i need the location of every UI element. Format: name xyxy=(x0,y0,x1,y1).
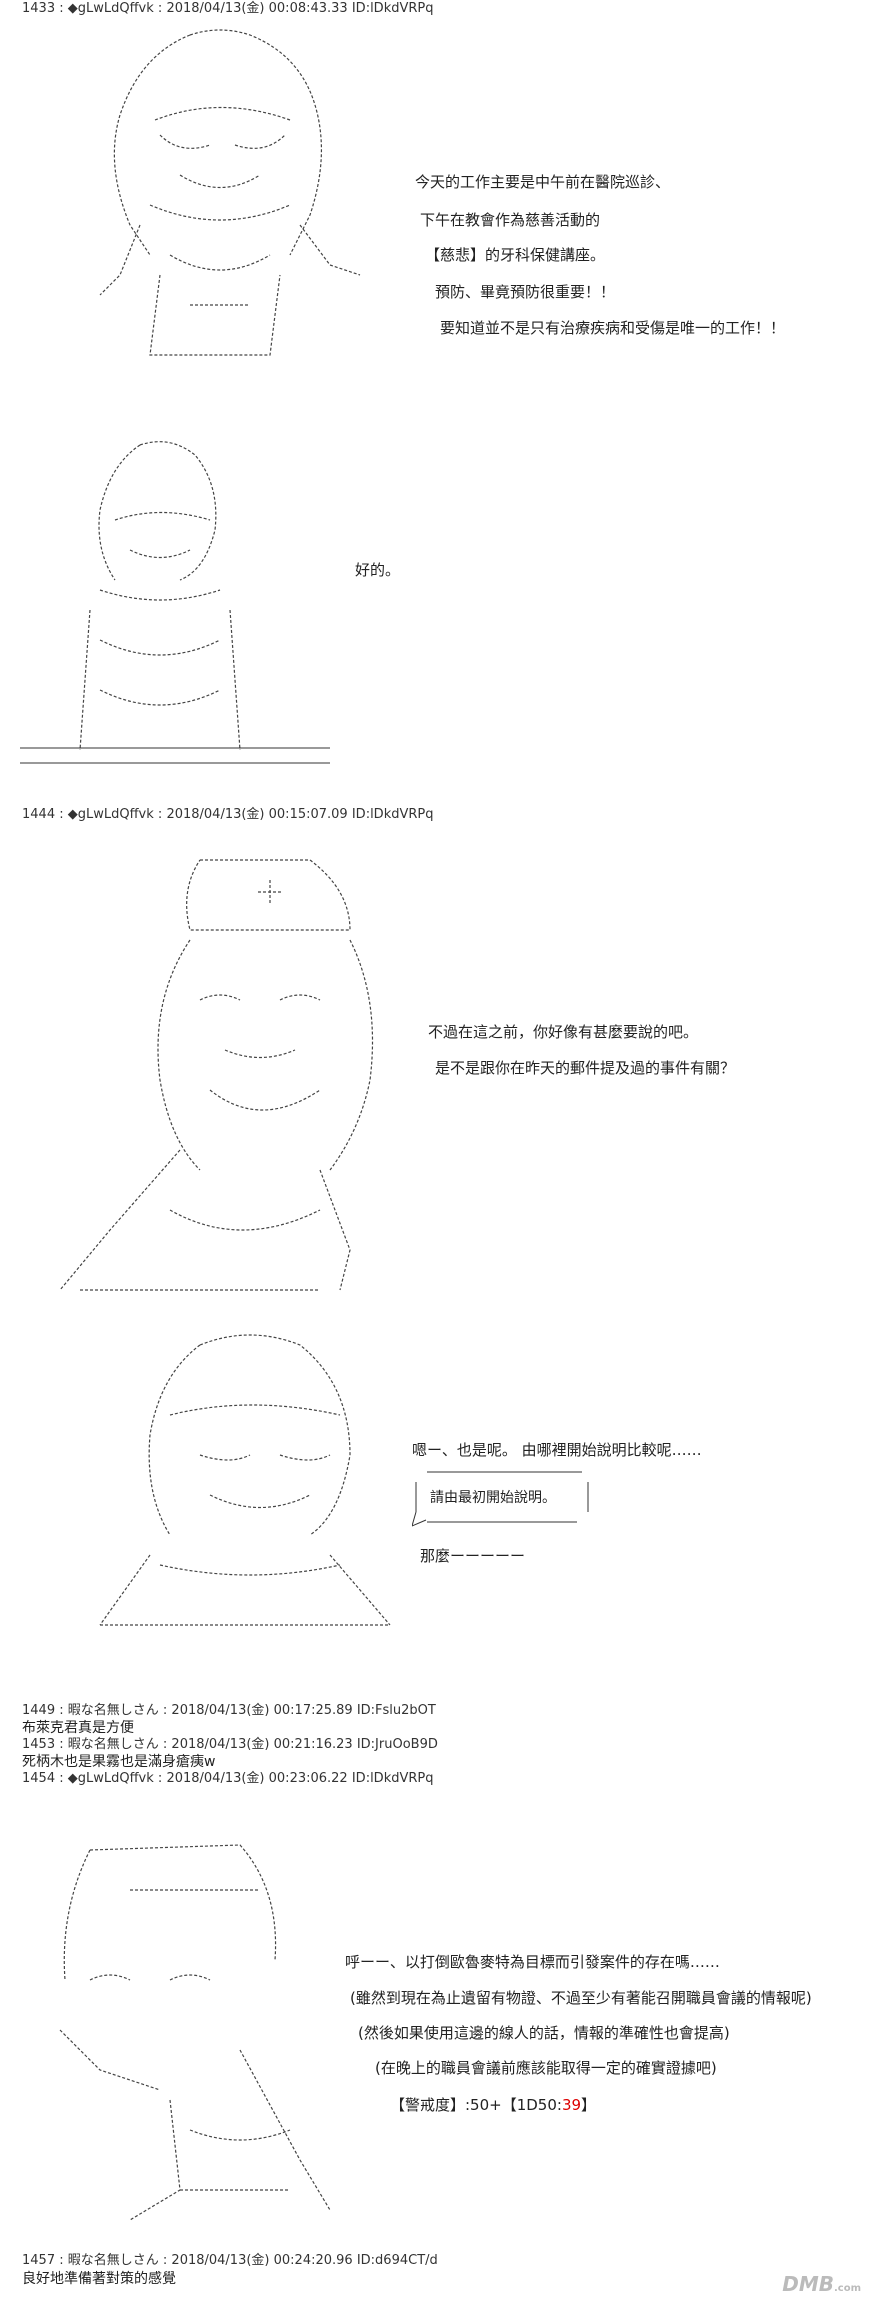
alert-level: 【警戒度】:50+【1D50:39】 xyxy=(390,2095,596,2115)
dialog-line: 是不是跟你在昨天的郵件提及過的事件有關？ xyxy=(435,1059,736,1077)
character-art-nurse xyxy=(99,29,361,356)
bubble-outline xyxy=(412,1471,589,1527)
post-header: 1449 : 暇な名無しさん : 2018/04/13(金) 00:17:25.… xyxy=(22,1703,436,1718)
dialog-line: 今天的工作主要是中午前在醫院巡診、 xyxy=(415,173,671,191)
dialog-line: (然後如果使用這邊的線人的話，情報的準確性也會提高) xyxy=(358,2024,730,2042)
comment-text: 布萊克君真是方便 xyxy=(22,1720,134,1736)
alert-value: 39 xyxy=(561,2096,582,2114)
alert-close: 】 xyxy=(581,2096,597,2114)
post-header: 1433 : ◆gLwLdQffvk : 2018/04/13(金) 00:08… xyxy=(22,1,434,16)
alert-label: 【警戒度】:50+【1D50: xyxy=(390,2096,562,2114)
dialog-line: 不過在這之前，你好像有甚麼要說的吧。 xyxy=(428,1023,699,1041)
watermark-logo: DMB.com xyxy=(782,2272,861,2296)
dialog-line: 那麼ーーーーー xyxy=(420,1547,526,1565)
dialog-line: (在晚上的職員會議前應該能取得一定的確實證據吧) xyxy=(375,2059,717,2077)
post-header: 1453 : 暇な名無しさん : 2018/04/13(金) 00:21:16.… xyxy=(22,1737,438,1752)
bubble-text: 請由最初開始說明。 xyxy=(430,1490,556,1506)
dialog-reply: 好的。 xyxy=(355,561,401,579)
dialog-line: 【慈悲】的牙科保健講座。 xyxy=(425,246,606,264)
character-art-nun xyxy=(59,859,374,1291)
comment-text: 良好地準備著對策的感覺 xyxy=(22,2271,176,2287)
post-header: 1457 : 暇な名無しさん : 2018/04/13(金) 00:24:20.… xyxy=(22,2253,438,2268)
dialog-line: 預防、畢竟預防很重要！！ xyxy=(435,283,616,301)
dialog-line: 下午在教會作為慈善活動的 xyxy=(420,211,601,229)
character-art-small xyxy=(20,441,330,764)
post-header: 1444 : ◆gLwLdQffvk : 2018/04/13(金) 00:15… xyxy=(22,807,434,822)
character-art-kneeling xyxy=(59,1844,331,2221)
dialog-line: 呼ーー、以打倒歐魯麥特為目標而引發案件的存在嗎…… xyxy=(345,1953,720,1971)
dialog-line: (雖然到現在為止遺留有物證、不過至少有著能召開職員會議的情報呢) xyxy=(350,1989,812,2007)
dialog-line: 嗯ー、也是呢。 由哪裡開始說明比較呢…… xyxy=(412,1441,702,1459)
post-header: 1454 : ◆gLwLdQffvk : 2018/04/13(金) 00:23… xyxy=(22,1771,434,1786)
dialog-line: 要知道並不是只有治療疾病和受傷是唯一的工作！！ xyxy=(440,319,786,337)
comment-text: 死柄木也是果霧也是滿身瘡痍w xyxy=(22,1754,216,1770)
character-art-doctor xyxy=(99,1334,391,1626)
